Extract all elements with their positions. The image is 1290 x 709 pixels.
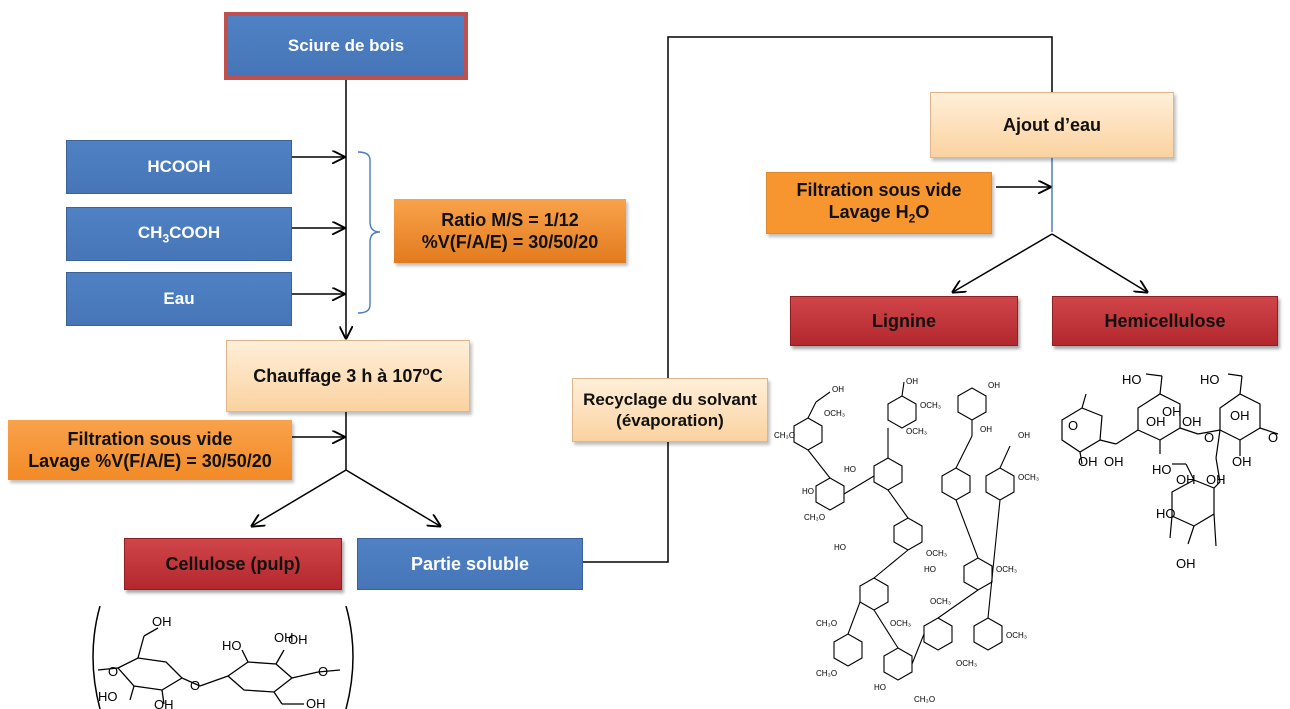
node-hcooh: HCOOH: [66, 140, 292, 194]
node-heating-label: Chauffage 3 h à 107oC: [253, 364, 443, 387]
lignin-structure: OH OH OH OH OH HO HO HO HO HO CH₃O CH₃O …: [774, 377, 1039, 704]
lignin-label: OCH₃: [1018, 473, 1039, 482]
hemicellulose-label: OH: [1182, 414, 1202, 429]
lignin-label: OH: [906, 377, 918, 386]
hemicellulose-label: HO: [1156, 506, 1176, 521]
cellulose-label: OH: [152, 614, 172, 629]
lignin-label: OH: [832, 385, 844, 394]
node-filtration-2-line2: Lavage H2O: [828, 202, 930, 227]
lignin-label: OCH₃: [930, 597, 951, 606]
lignin-label: OCH₃: [824, 409, 845, 418]
hemicellulose-label: HO: [1122, 372, 1142, 387]
hemicellulose-label: OH: [1232, 454, 1252, 469]
node-recycling: Recyclage du solvant (évaporation): [572, 378, 768, 442]
cellulose-label: HO: [222, 638, 242, 653]
node-cellulose: Cellulose (pulp): [124, 538, 342, 590]
lignin-label: OH: [988, 381, 1000, 390]
hemicellulose-label: O: [1204, 430, 1214, 445]
node-hcooh-label: HCOOH: [147, 157, 211, 177]
lignin-label: OH: [980, 425, 992, 434]
cellulose-label: O: [108, 664, 118, 679]
lignin-label: OCH₃: [1006, 631, 1027, 640]
hemicellulose-label: OH: [1230, 408, 1250, 423]
arrow-to-soluble: [345, 469, 440, 526]
lignin-label: CH₃O: [816, 619, 837, 628]
node-filtration-1-line1: Filtration sous vide: [67, 428, 233, 449]
recycle-loop: [583, 36, 1053, 563]
node-acetic-acid: CH3COOH: [66, 207, 292, 261]
cellulose-label: OH: [306, 696, 326, 709]
bracket: [357, 151, 381, 314]
node-heating: Chauffage 3 h à 107oC: [226, 340, 470, 412]
node-wood-label: Sciure de bois: [287, 36, 405, 56]
lignin-label: OCH₃: [996, 565, 1017, 574]
cellulose-label: HO: [98, 689, 118, 704]
hemicellulose-label: O: [1068, 418, 1078, 433]
node-filtration-1-line2: Lavage %V(F/A/E) = 30/50/20: [28, 451, 272, 471]
node-add-water-label: Ajout d’eau: [1003, 114, 1101, 135]
lignin-label: OCH₃: [926, 549, 947, 558]
arrow-to-hemicellulose: [1051, 233, 1147, 292]
lignin-label: HO: [802, 487, 814, 496]
lignin-label: OCH₃: [906, 427, 927, 436]
node-soluble: Partie soluble: [357, 538, 583, 590]
hemicellulose-label: OH: [1206, 472, 1226, 487]
node-recycling-line1: Recyclage du solvant: [583, 389, 757, 409]
node-filtration-2-line1: Filtration sous vide: [796, 179, 962, 200]
node-water-label: Eau: [163, 289, 195, 309]
cellulose-label: O: [318, 664, 328, 679]
node-water: Eau: [66, 272, 292, 326]
node-acetic-label: CH3COOH: [137, 222, 221, 246]
node-filtration-1: Filtration sous vide Lavage %V(F/A/E) = …: [8, 420, 292, 480]
node-soluble-label: Partie soluble: [410, 553, 530, 574]
lignin-label: OH: [1018, 431, 1030, 440]
cellulose-label: OH: [154, 697, 174, 709]
node-ratio-line2: %V(F/A/E) = 30/50/20: [421, 232, 599, 252]
node-ratio: Ratio M/S = 1/12 %V(F/A/E) = 30/50/20: [394, 199, 626, 263]
arrow-to-cellulose: [252, 469, 347, 526]
node-ratio-line1: Ratio M/S = 1/12: [441, 209, 579, 230]
lignin-label: HO: [844, 465, 856, 474]
hemicellulose-label: OH: [1162, 404, 1182, 419]
lignin-label: OCH₃: [920, 401, 941, 410]
arrow-to-lignin: [953, 233, 1053, 292]
lignin-label: OCH₃: [956, 659, 977, 668]
node-add-water: Ajout d’eau: [930, 92, 1174, 158]
cellulose-structure: OH HO OH HO O O O OH OH OH: [92, 606, 354, 709]
hemicellulose-structure: HO OH HO OH OH OH OH OH HO OH HO OH OH O…: [1061, 372, 1279, 571]
node-hemicellulose: Hemicellulose: [1052, 296, 1278, 346]
cellulose-label: OH: [274, 630, 294, 645]
lignin-label: HO: [874, 683, 886, 692]
lignin-label: CH₃O: [816, 669, 837, 678]
hemicellulose-label: OH: [1078, 454, 1098, 469]
hemicellulose-label: OH: [1176, 556, 1196, 571]
node-cellulose-label: Cellulose (pulp): [165, 553, 301, 574]
lignin-label: HO: [834, 543, 846, 552]
lignin-label: CH₃O: [804, 513, 825, 522]
hemicellulose-label: OH: [1104, 454, 1124, 469]
node-recycling-line2: (évaporation): [616, 411, 724, 430]
hemicellulose-label: OH: [1176, 472, 1196, 487]
node-filtration-2: Filtration sous vide Lavage H2O: [766, 172, 992, 234]
cellulose-label: OH: [288, 632, 308, 647]
lignin-label: HO: [924, 565, 936, 574]
hemicellulose-label: OH: [1146, 414, 1166, 429]
node-lignin: Lignine: [790, 296, 1018, 346]
hemicellulose-label: O: [1268, 430, 1278, 445]
cellulose-label: O: [190, 678, 200, 693]
node-hemicellulose-label: Hemicellulose: [1104, 310, 1226, 331]
node-wood: Sciure de bois: [224, 12, 468, 80]
lignin-label: CH₃O: [774, 431, 795, 440]
lignin-label: OCH₃: [890, 619, 911, 628]
node-lignin-label: Lignine: [872, 310, 936, 331]
hemicellulose-label: HO: [1152, 462, 1172, 477]
lignin-label: CH₃O: [914, 695, 935, 704]
hemicellulose-label: HO: [1200, 372, 1220, 387]
